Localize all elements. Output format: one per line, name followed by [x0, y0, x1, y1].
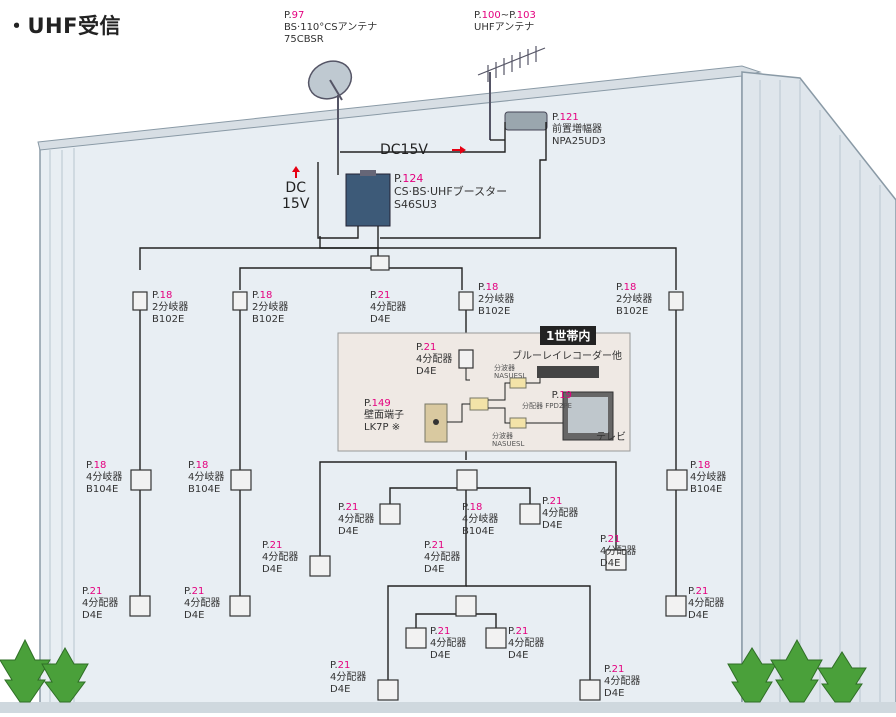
left-windows: [49, 148, 75, 712]
preamp-device: [504, 111, 548, 131]
recorder-label: ブルーレイレコーダー他: [512, 351, 622, 362]
cable-lines: [139, 122, 677, 680]
recorder-device: [537, 366, 599, 378]
dc-label: DC15V: [380, 142, 428, 158]
dc-arrow-up: [292, 166, 300, 172]
booster-device: [345, 173, 391, 227]
trees-left: [0, 638, 89, 703]
uhf-antenna: [477, 46, 546, 140]
bs-antenna-label: P.97 BS·110°CSアンテナ 75CBSR: [284, 10, 378, 45]
splitters: [129, 255, 688, 701]
unit-box-title: 1世帯内: [540, 326, 597, 345]
uhf-antenna-label: P.100~P.103 UHFアンテナ: [474, 10, 536, 33]
booster-label: P.124 CS·BS·UHFブースター S46SU3: [394, 172, 508, 211]
bs-dish: [307, 60, 353, 150]
ground: [0, 702, 896, 713]
tv-label: テレビ: [596, 432, 626, 443]
side-windows: [759, 80, 881, 712]
page-title: ・UHF受信: [6, 14, 121, 38]
trees-right: [727, 638, 867, 703]
preamp-label: P.121 前置増幅器 NPA25UD3: [552, 112, 606, 147]
dc-arrow-right: [460, 146, 466, 154]
building-side-wall: [741, 71, 896, 713]
